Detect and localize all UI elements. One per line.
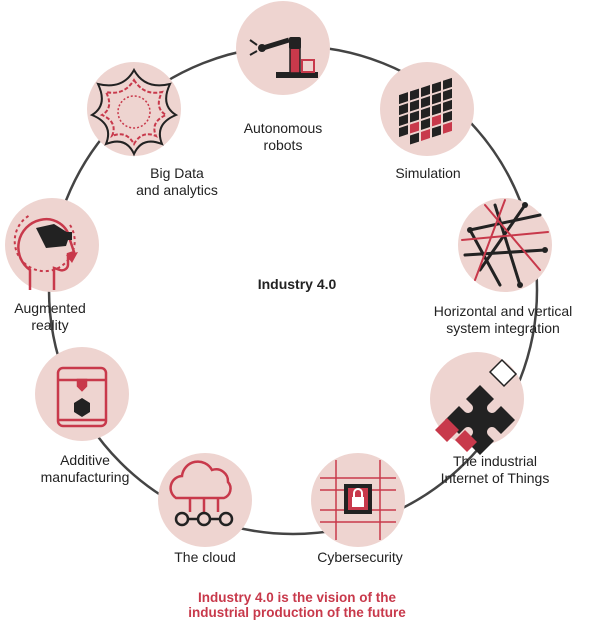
- node-simulation: [380, 62, 474, 156]
- vr-headset-icon: [13, 214, 78, 290]
- label-ar: Augmented reality: [0, 300, 100, 334]
- robot-arm-icon: [249, 37, 318, 78]
- network-lines-icon: [461, 199, 549, 288]
- label-cyber: Cybersecurity: [300, 549, 420, 566]
- label-additive: Additive manufacturing: [25, 452, 145, 486]
- label-robots: Autonomous robots: [223, 120, 343, 154]
- node-robots: [236, 1, 330, 95]
- caption: Industry 4.0 is the vision of the indust…: [97, 590, 497, 620]
- label-line: Big Data: [150, 165, 204, 181]
- label-line: Cybersecurity: [317, 549, 403, 565]
- data-star-icon: [89, 67, 179, 157]
- 3d-printer-icon: [56, 366, 108, 428]
- label-iot: The industrial Internet of Things: [420, 453, 570, 487]
- label-line: robots: [263, 137, 303, 153]
- label-line: reality: [31, 317, 69, 333]
- label-line: and analytics: [136, 182, 218, 198]
- node-cloud: [158, 453, 252, 547]
- label-line: Additive: [60, 452, 110, 468]
- node-integration: [458, 198, 552, 292]
- label-line: system integration: [446, 320, 560, 336]
- label-cloud: The cloud: [145, 549, 265, 566]
- cloud-icon: [169, 460, 232, 512]
- label-line: Horizontal and vertical: [433, 303, 573, 319]
- label-integration: Horizontal and vertical system integrati…: [414, 303, 592, 337]
- caption-line: industrial production of the future: [188, 605, 406, 620]
- label-bigdata: Big Data and analytics: [117, 165, 237, 199]
- label-line: The cloud: [174, 549, 236, 565]
- node-iot: [430, 352, 524, 455]
- caption-line: Industry 4.0 is the vision of the: [197, 590, 397, 605]
- cube-grid-icon: [399, 77, 452, 145]
- puzzle-icon: [435, 358, 518, 455]
- label-line: The industrial: [452, 453, 538, 469]
- node-ar: [5, 198, 99, 292]
- circuit-lock-icon: [320, 460, 396, 540]
- label-line: Internet of Things: [440, 470, 550, 486]
- node-cyber: [311, 453, 405, 547]
- diagram-title: Industry 4.0: [257, 276, 337, 292]
- label-line: manufacturing: [40, 469, 130, 485]
- label-line: Augmented: [14, 300, 86, 316]
- label-line: Autonomous: [243, 120, 323, 136]
- label-simulation: Simulation: [368, 165, 488, 182]
- node-bigdata: [87, 62, 181, 157]
- label-line: Simulation: [395, 165, 461, 181]
- node-additive: [35, 347, 129, 441]
